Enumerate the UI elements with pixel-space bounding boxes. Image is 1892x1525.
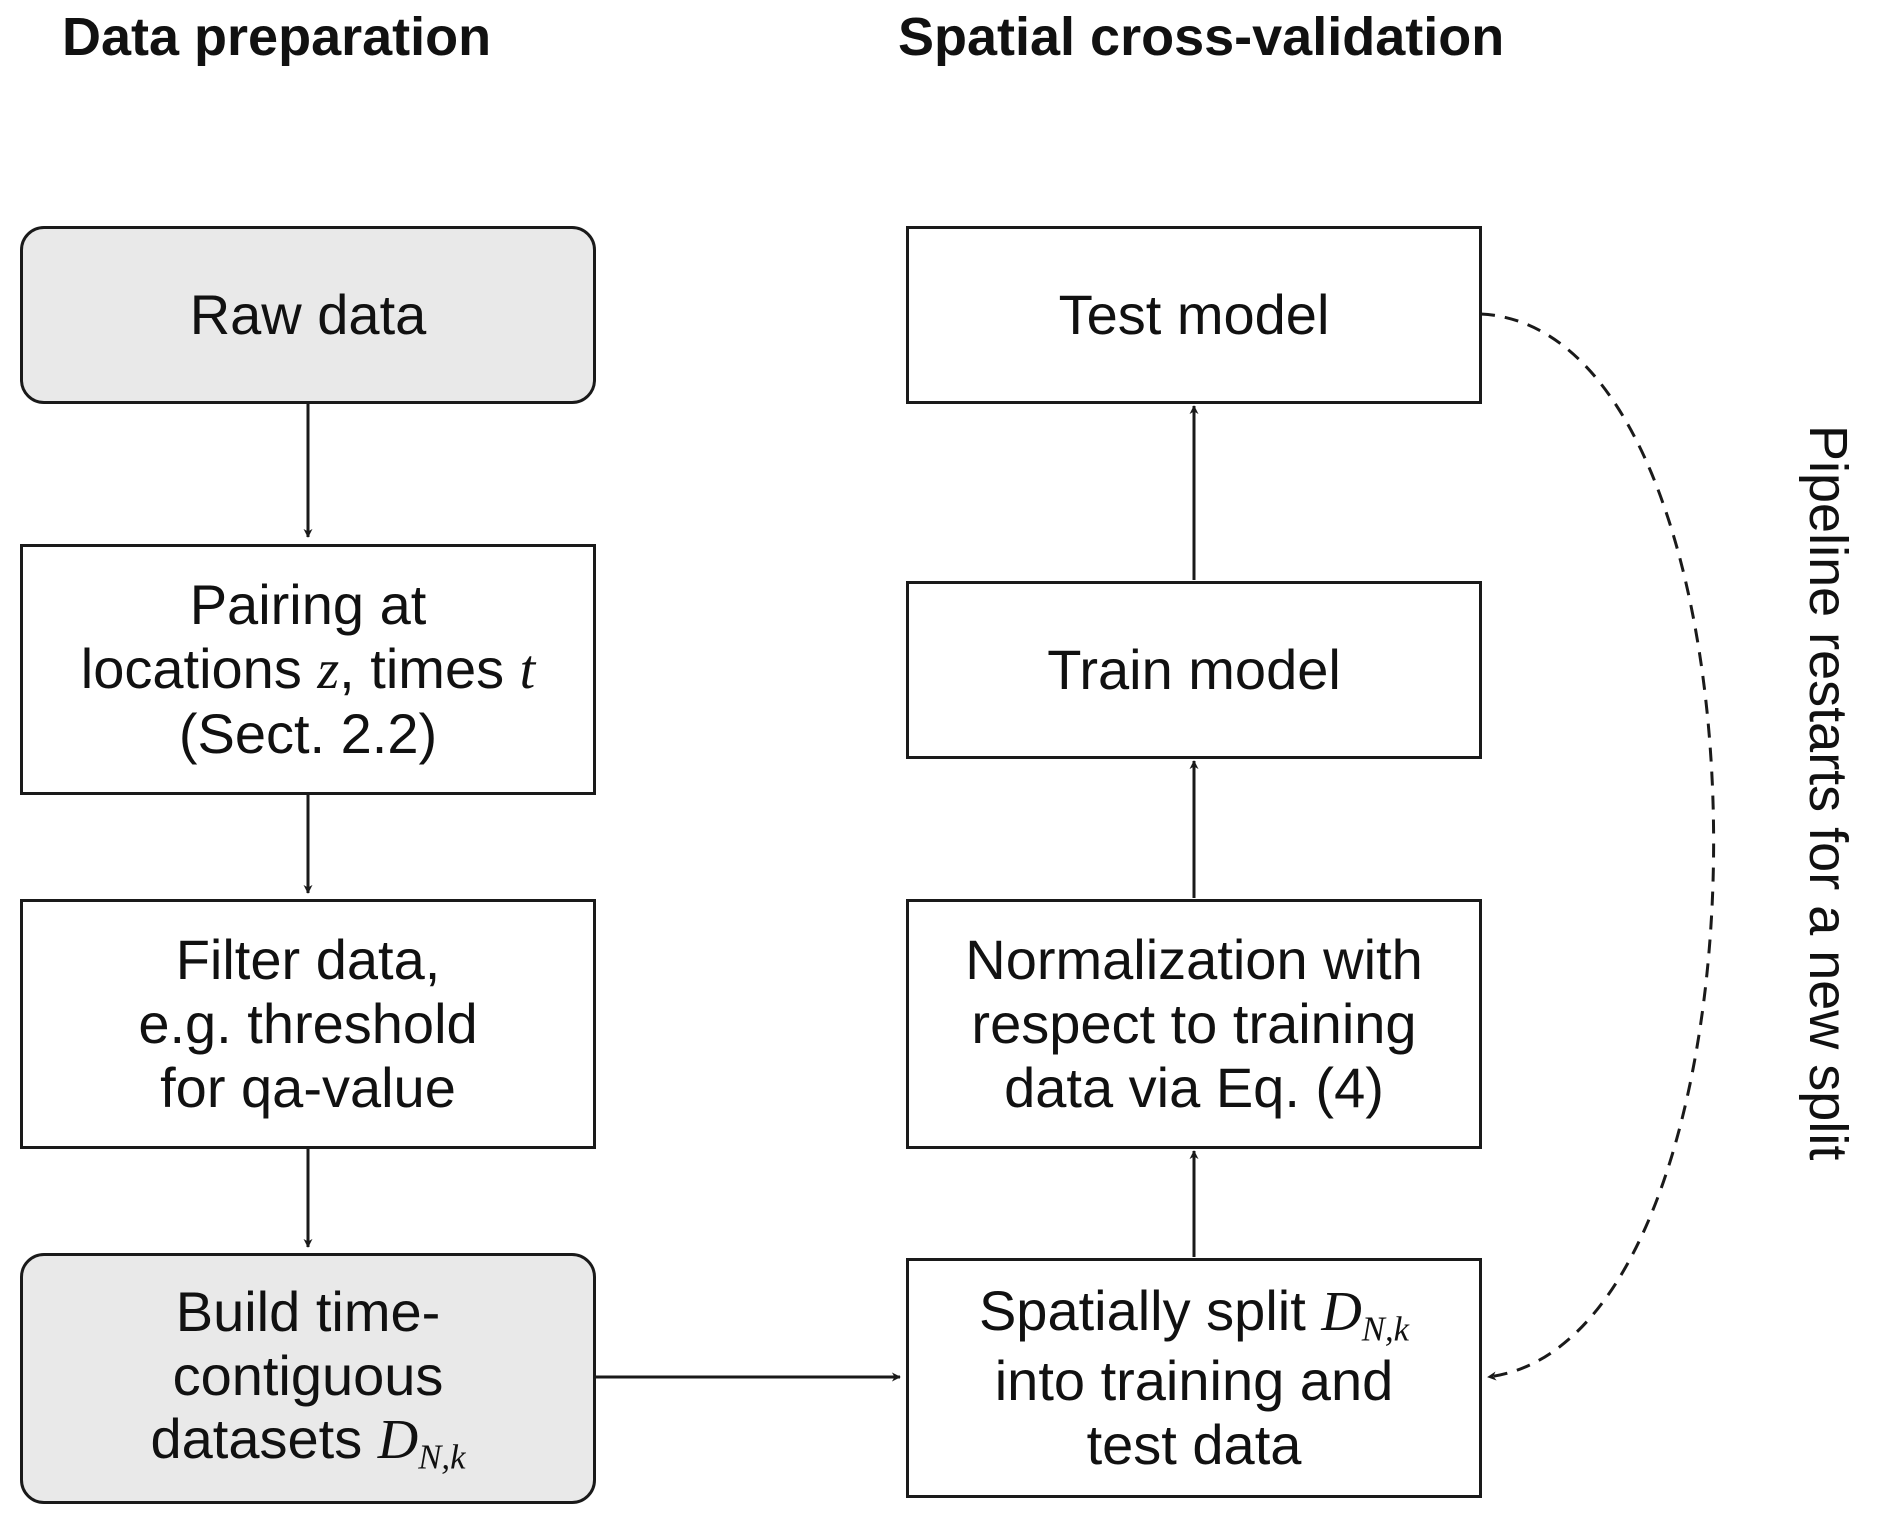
heading-spatial-cross-validation: Spatial cross-validation [898,7,1505,67]
dashed-loop-arrow [1480,312,1716,1381]
filter-line-1: Filter data, [175,928,441,992]
build-line-1: Build time- [175,1279,441,1343]
heading-data-preparation: Data preparation [62,7,492,67]
normalization-line-2: respect to training [971,992,1417,1056]
test-model-box: Test model [906,226,1482,404]
normalization-box: Normalization with respect to training d… [906,899,1482,1149]
split-line-2: into training and [994,1349,1394,1413]
test-model-label: Test model [1058,283,1330,347]
spatial-split-box: Spatially split DN,k into training and t… [906,1258,1482,1498]
pipeline-restart-label: Pipeline restarts for a new split [1798,425,1858,1161]
train-model-label: Train model [1047,638,1341,702]
pairing-line-3: (Sect. 2.2) [178,702,438,766]
pairing-line-1: Pairing at [189,572,427,636]
pairing-line-2: locations z, times t [80,636,536,701]
build-line-3: datasets DN,k [150,1407,466,1477]
variable-z: z [317,638,340,701]
build-line-2: contiguous [172,1343,444,1407]
split-line-3: test data [1086,1412,1302,1476]
pairing-box: Pairing at locations z, times t (Sect. 2… [20,544,596,795]
raw-data-box: Raw data [20,226,596,404]
train-model-box: Train model [906,581,1482,759]
filter-line-3: for qa-value [160,1055,456,1119]
normalization-line-1: Normalization with [965,928,1423,992]
split-line-1: Spatially split DN,k [978,1279,1410,1349]
split-dataset-symbol: DN,k [1321,1281,1410,1349]
filter-line-2: e.g. threshold [138,992,478,1056]
filter-box: Filter data, e.g. threshold for qa-value [20,899,596,1149]
raw-data-label: Raw data [189,283,427,347]
variable-t: t [519,638,536,701]
dataset-symbol: DN,k [377,1409,466,1477]
build-datasets-box: Build time- contiguous datasets DN,k [20,1253,596,1504]
normalization-line-3: data via Eq. (4) [1004,1055,1384,1119]
